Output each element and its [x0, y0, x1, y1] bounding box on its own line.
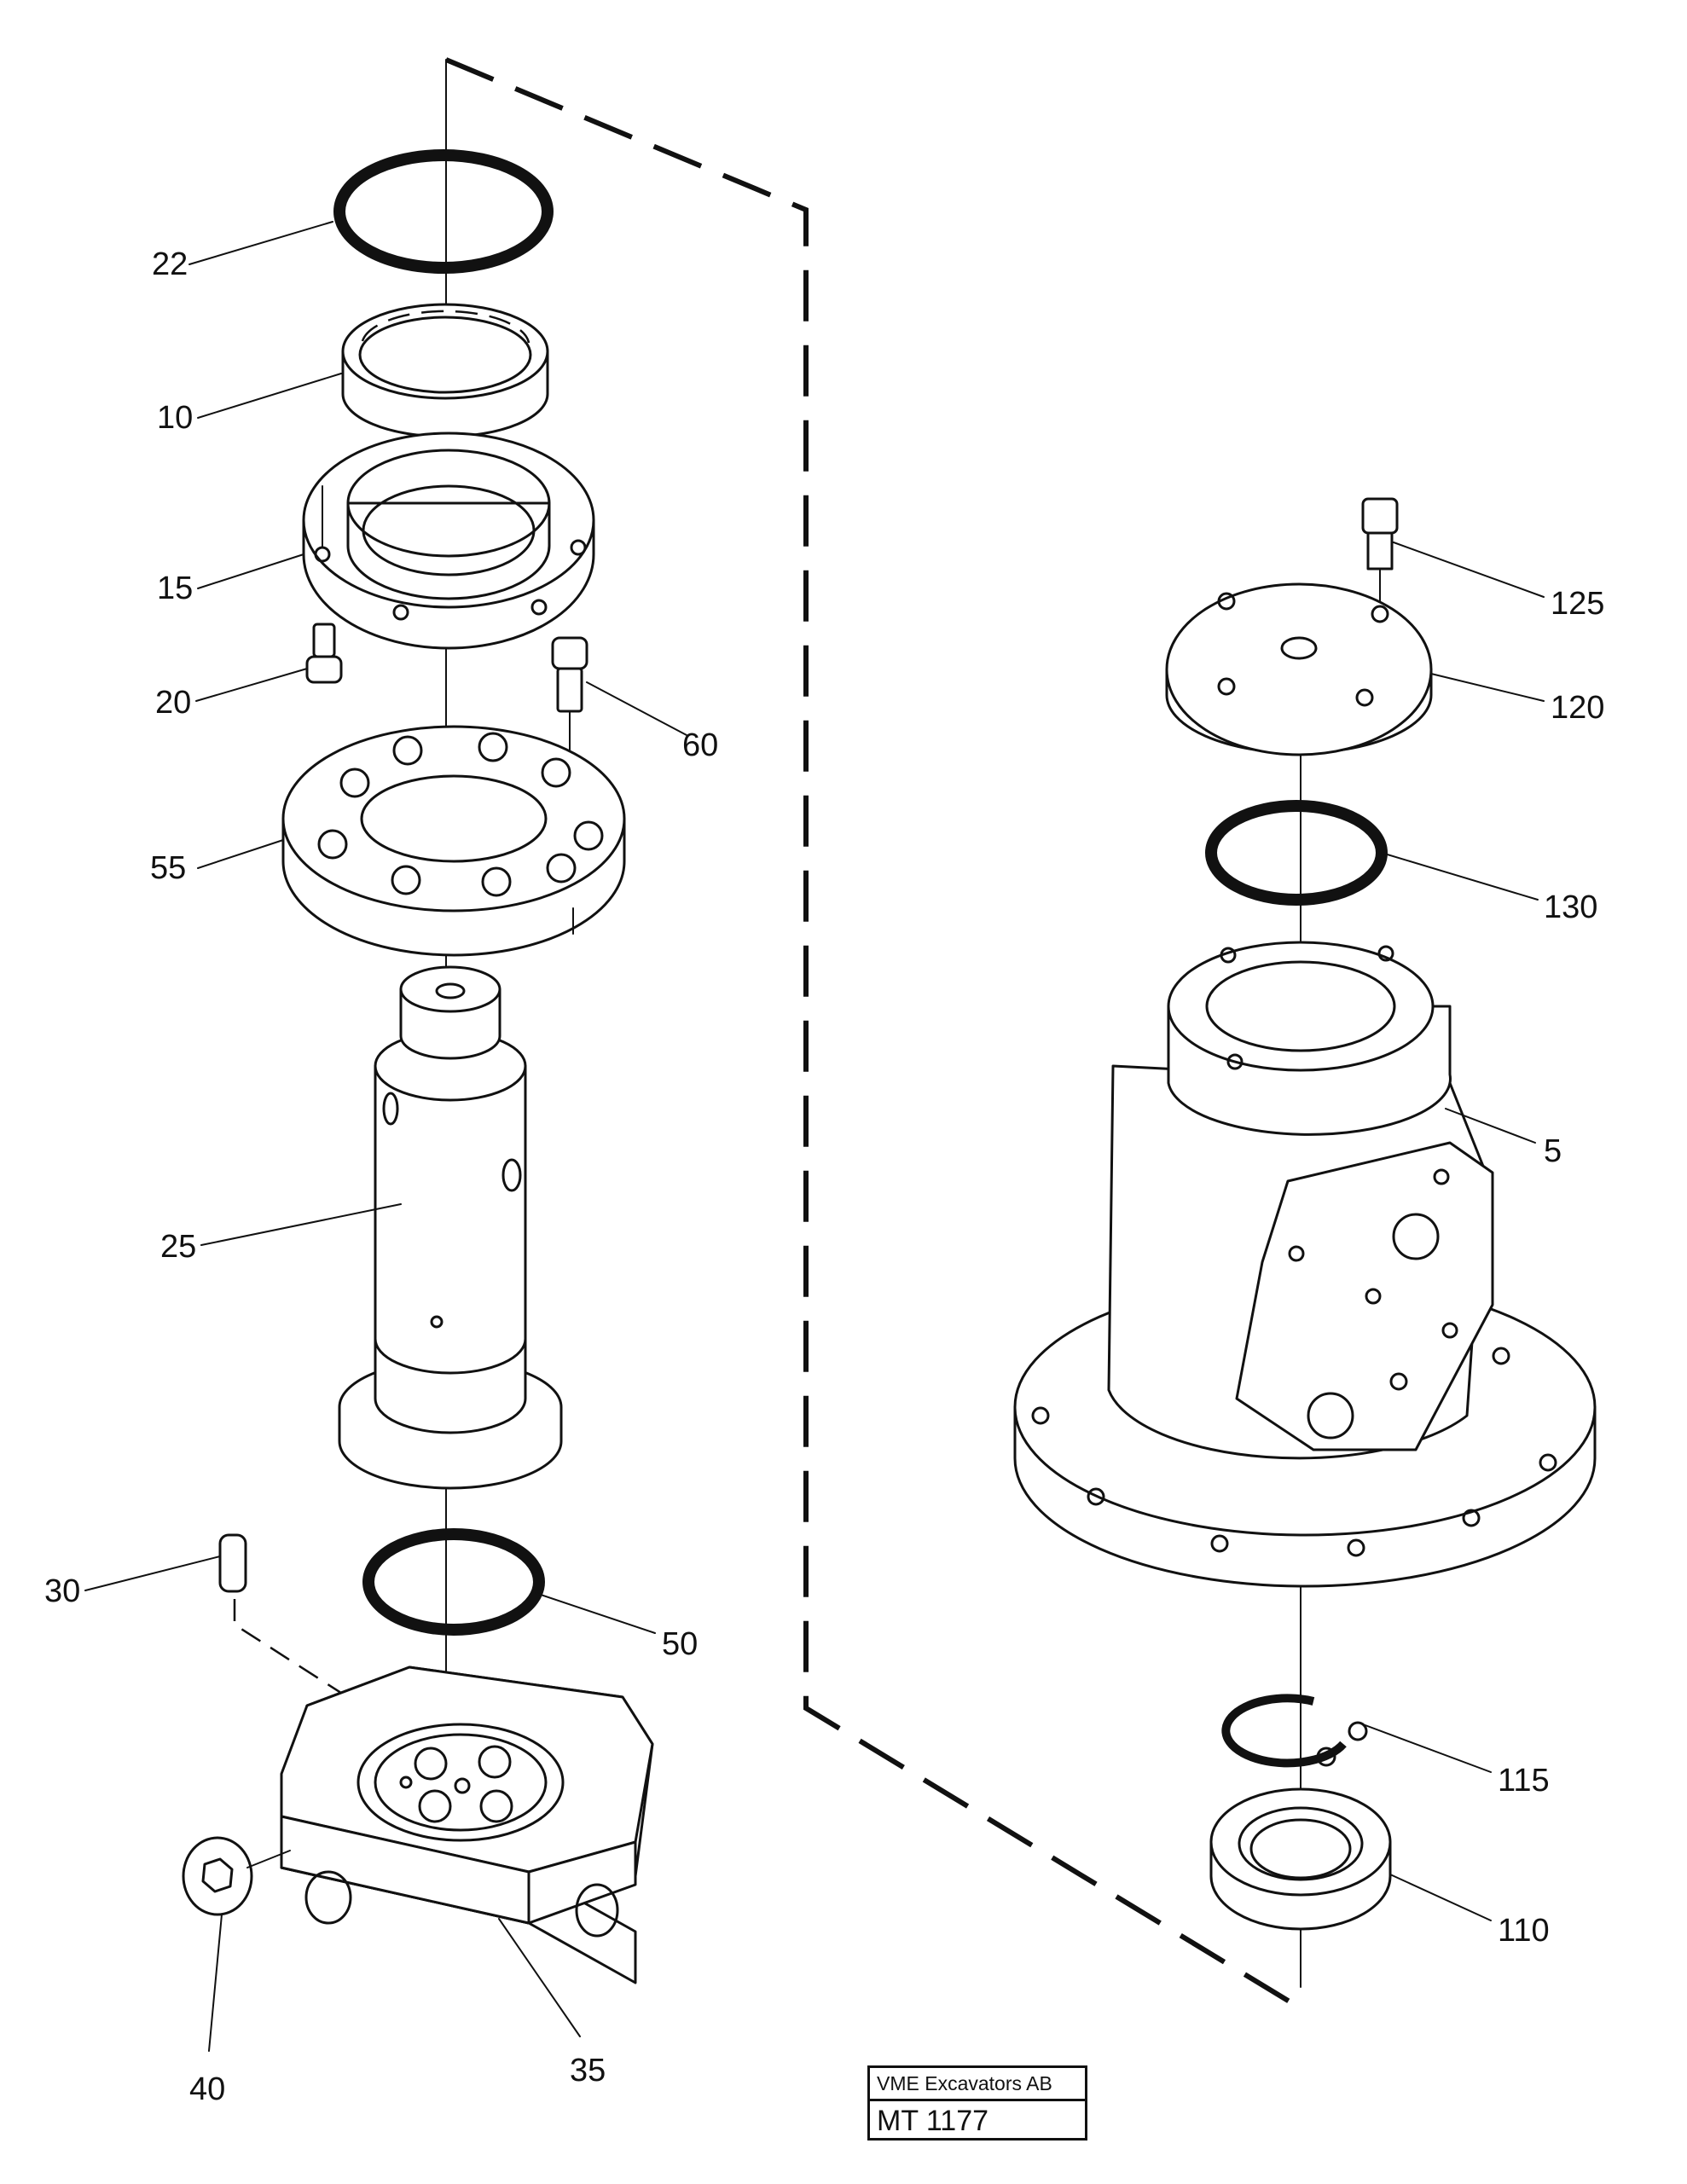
- part-25-shaft: [338, 965, 563, 1490]
- callout-130: 130: [1544, 889, 1597, 925]
- callout-35: 35: [570, 2053, 606, 2088]
- callout-10: 10: [157, 400, 193, 436]
- callout-110: 110: [1498, 1913, 1550, 1949]
- callout-5: 5: [1544, 1133, 1562, 1169]
- callout-25: 25: [160, 1229, 196, 1265]
- callout-15: 15: [157, 571, 193, 606]
- part-5-housing: [1013, 941, 1597, 1588]
- callout-20: 20: [155, 685, 191, 721]
- callout-30: 30: [44, 1573, 80, 1609]
- callout-40: 40: [189, 2071, 225, 2107]
- part-22-o-ring: [333, 149, 554, 274]
- assembly-boundary-dashed: [444, 57, 1302, 2011]
- callout-50: 50: [662, 1626, 698, 1662]
- title-block: VME Excavators AB MT 1177: [867, 2065, 1087, 2141]
- part-110-seal: [1209, 1787, 1392, 1931]
- part-120-cover: [1165, 582, 1433, 756]
- callout-120: 120: [1551, 690, 1604, 726]
- callout-125: 125: [1551, 586, 1604, 622]
- part-40-plug: [182, 1836, 291, 1916]
- part-35-valve-body: [280, 1666, 654, 1984]
- leader-lines: [84, 221, 1545, 2052]
- callout-115: 115: [1498, 1763, 1550, 1799]
- part-125-bolt: [1361, 497, 1399, 615]
- title-block-drawing-number: MT 1177: [877, 2105, 989, 2137]
- part-10-bushing: [341, 303, 549, 438]
- callout-22: 22: [152, 246, 188, 282]
- part-130-o-ring: [1205, 800, 1388, 906]
- part-115-circlip: [1221, 1694, 1368, 1768]
- part-20-screw: [305, 623, 343, 684]
- callout-60: 60: [682, 727, 718, 763]
- part-50-o-ring: [362, 1528, 545, 1636]
- part-15-flange: [302, 432, 595, 650]
- callout-55: 55: [150, 850, 186, 886]
- title-block-company: VME Excavators AB: [870, 2068, 1085, 2101]
- part-55-flange-plate: [281, 725, 626, 957]
